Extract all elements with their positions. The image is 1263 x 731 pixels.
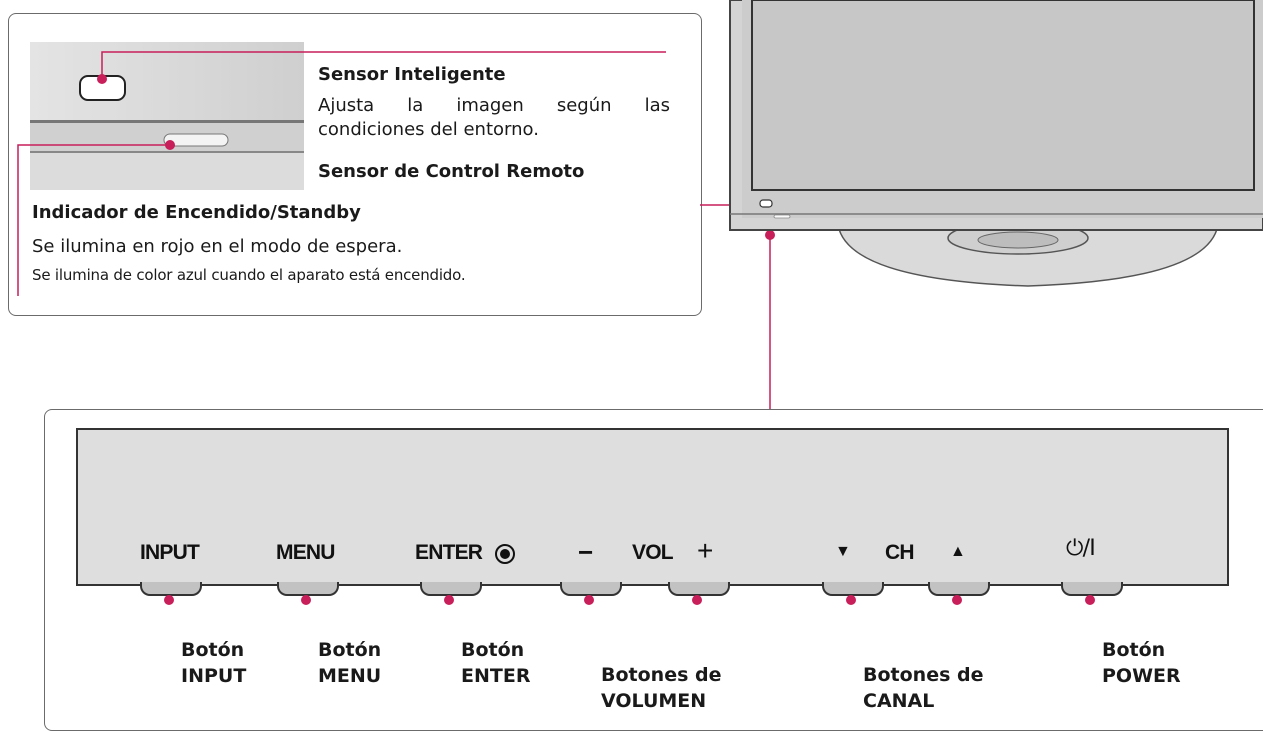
- channel-up-marker: [952, 595, 962, 605]
- volume-up-key-label: +: [697, 535, 713, 566]
- input-button[interactable]: [140, 582, 202, 596]
- enter-button[interactable]: [420, 582, 482, 596]
- enter-button-marker: [444, 595, 454, 605]
- volume-down-marker: [584, 595, 594, 605]
- channel-down-key-label: ▼: [835, 543, 851, 560]
- volume-up-marker: [692, 595, 702, 605]
- menu-button[interactable]: [277, 582, 339, 596]
- remote-sensor-title: Sensor de Control Remoto: [318, 161, 585, 182]
- power-indicator-desc-line2: Se ilumina de color azul cuando el apara…: [32, 266, 466, 284]
- channel-down-marker: [846, 595, 856, 605]
- input-button-marker: [164, 595, 174, 605]
- tv-front-illustration: [729, 0, 1263, 287]
- smart-sensor-desc-line1: Ajusta la imagen según las: [318, 95, 670, 116]
- power-indicator-title: Indicador de Encendido/Standby: [32, 202, 361, 223]
- smart-sensor-title: Sensor Inteligente: [318, 64, 506, 85]
- power-key-label: ⏻/I: [1066, 536, 1096, 561]
- tv-panel-marker: [765, 230, 775, 240]
- enter-key-label: ENTER: [415, 541, 483, 564]
- volume-key-label: VOL: [632, 541, 674, 564]
- sensor-closeup-illustration: [30, 42, 304, 190]
- channel-up-button[interactable]: [928, 582, 990, 596]
- menu-button-marker: [301, 595, 311, 605]
- volume-down-key-label: −: [578, 537, 593, 567]
- menu-key-label: MENU: [276, 541, 335, 564]
- channel-up-key-label: ▲: [950, 543, 966, 560]
- volume-down-button[interactable]: [560, 582, 622, 596]
- enter-indicator-icon: [495, 544, 515, 564]
- power-button-marker: [1085, 595, 1095, 605]
- power-button[interactable]: [1061, 582, 1123, 596]
- power-indicator-desc-line1: Se ilumina en rojo en el modo de espera.: [32, 236, 403, 257]
- channel-down-button[interactable]: [822, 582, 884, 596]
- smart-sensor-marker: [97, 74, 107, 84]
- channel-key-label: CH: [885, 541, 915, 564]
- side-control-panel: [76, 428, 1229, 586]
- input-key-label: INPUT: [140, 541, 200, 564]
- power-indicator-marker: [165, 140, 175, 150]
- smart-sensor-desc-line2: condiciones del entorno.: [318, 119, 539, 140]
- volume-up-button[interactable]: [668, 582, 730, 596]
